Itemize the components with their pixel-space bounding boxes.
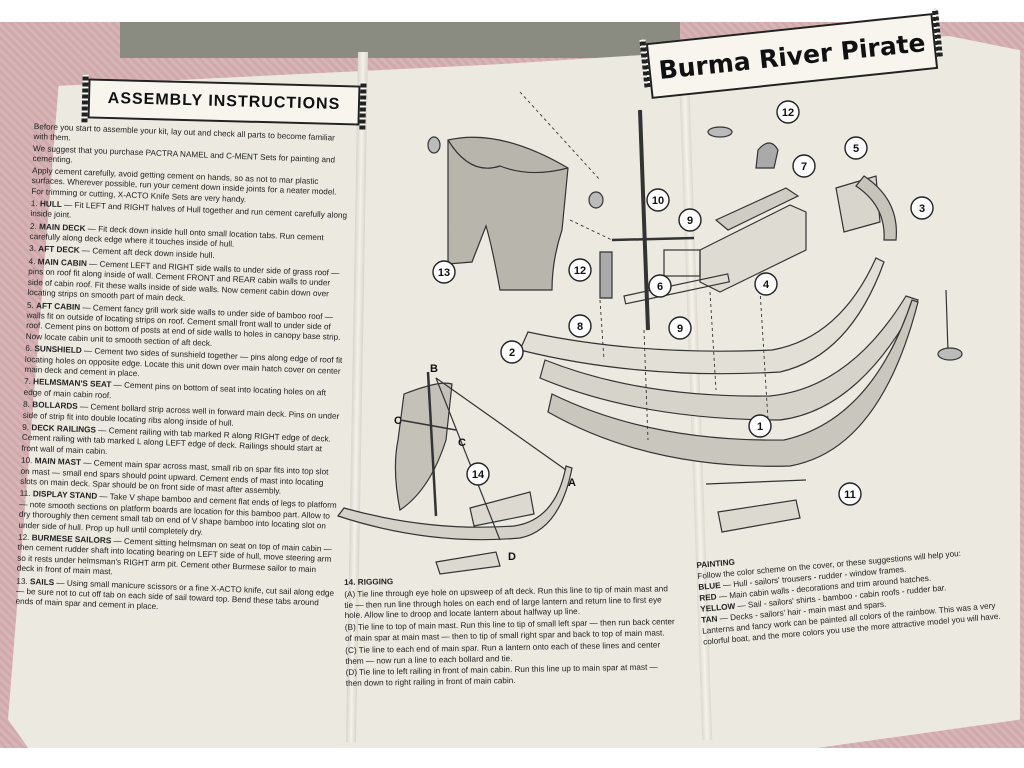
svg-text:11: 11 (844, 489, 856, 501)
svg-text:9: 9 (677, 323, 683, 335)
svg-text:3: 3 (919, 203, 925, 215)
callout-group: 1 2 3 4 5 6 7 8 9 9 10 11 12 12 13 14 (432, 100, 934, 506)
stand-leg (705, 479, 807, 485)
assembled-boat-hull (337, 465, 573, 541)
background-box-edge (120, 22, 680, 58)
rigging-line (435, 377, 501, 541)
deck-railing-part (623, 273, 731, 305)
callout-13: 13 (432, 260, 456, 284)
assembled-boat-stand (435, 551, 501, 575)
callout-11: 11 (838, 482, 862, 506)
assembled-boat-spar (399, 419, 457, 431)
svg-text:12: 12 (782, 107, 794, 119)
main-spar-part (611, 236, 695, 242)
cabin-roof-part (714, 187, 800, 231)
rig-letter-c-right: C (458, 437, 466, 449)
svg-text:8: 8 (577, 321, 583, 333)
callout-4: 4 (754, 272, 778, 296)
rig-letter-c-left: C (394, 415, 402, 427)
svg-text:10: 10 (652, 195, 664, 207)
rigging-line (435, 377, 567, 471)
callout-2: 2 (500, 340, 524, 364)
helmsman-figure (755, 142, 779, 169)
callout-1: 1 (748, 414, 772, 438)
rudder-blade (937, 347, 963, 361)
rig-letter-a: A (568, 477, 576, 489)
photo-border-top (0, 0, 1024, 22)
svg-text:9: 9 (687, 215, 693, 227)
main-mast-part (638, 109, 650, 331)
callout-12b: 12 (568, 258, 592, 282)
callout-9b: 9 (668, 316, 692, 340)
svg-text:5: 5 (853, 143, 859, 155)
callout-7: 7 (792, 154, 816, 178)
svg-text:4: 4 (763, 279, 770, 291)
rig-letter-b: B (430, 363, 438, 375)
hull-left-part (539, 295, 919, 421)
assembled-boat-mast (426, 371, 438, 517)
photo-border-bottom (0, 748, 1024, 768)
bollard-strip-part (663, 249, 701, 277)
assembled-boat-sail (394, 382, 453, 511)
callout-5: 5 (844, 136, 868, 160)
rudder-shaft (945, 289, 949, 353)
sailor-figure (599, 251, 613, 299)
main-cabin-part (699, 204, 807, 293)
svg-text:14: 14 (472, 469, 485, 481)
callout-9a: 9 (678, 208, 702, 232)
callout-14: 14 (466, 462, 490, 486)
callout-10: 10 (646, 188, 670, 212)
svg-text:7: 7 (801, 161, 807, 173)
callout-12a: 12 (776, 100, 800, 124)
callout-8: 8 (568, 314, 592, 338)
rig-letter-d: D (508, 551, 516, 563)
lantern-part (427, 136, 441, 154)
svg-text:6: 6 (657, 281, 663, 293)
lantern-part (588, 191, 604, 209)
lantern-part (707, 126, 733, 138)
svg-text:2: 2 (509, 347, 515, 359)
assembled-boat-cabin (469, 491, 535, 527)
display-stand-part (717, 499, 801, 533)
stern-piece-part (855, 175, 897, 241)
sunshield-part (447, 136, 569, 291)
main-deck-part (519, 257, 885, 375)
svg-text:13: 13 (438, 267, 450, 279)
svg-text:1: 1 (757, 421, 763, 433)
svg-text:12: 12 (574, 265, 586, 277)
sunshield-edge (447, 139, 569, 174)
hull-right-part (547, 299, 919, 467)
callout-3: 3 (910, 196, 934, 220)
callout-6: 6 (648, 274, 672, 298)
